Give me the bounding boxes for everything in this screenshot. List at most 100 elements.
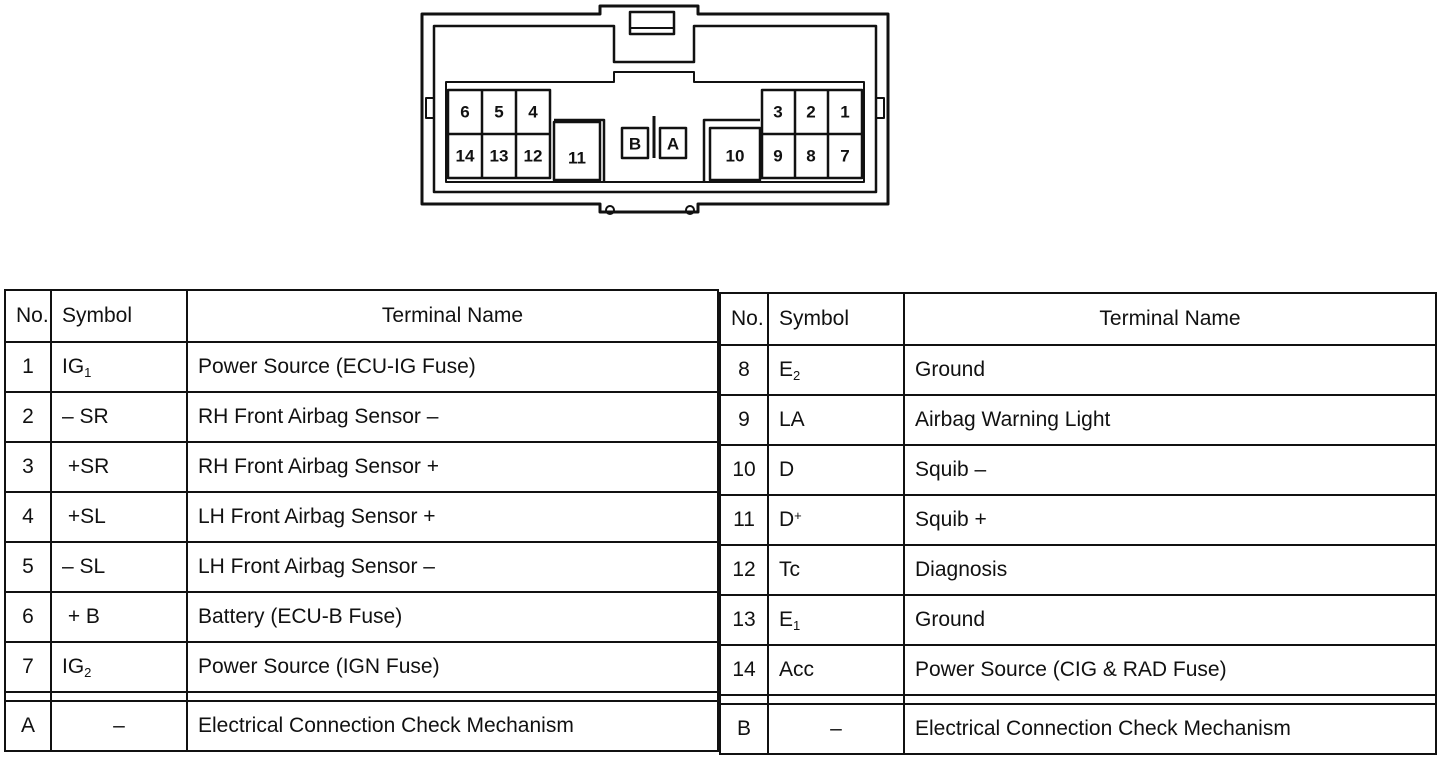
terminal-number: 1 xyxy=(4,341,52,393)
pin-label: 8 xyxy=(806,147,815,166)
terminal-number: 12 xyxy=(719,544,769,596)
terminal-name: Power Source (IGN Fuse) xyxy=(186,641,719,693)
terminal-symbol: E1 xyxy=(767,594,905,646)
pin-label: 2 xyxy=(806,103,815,122)
right-latch xyxy=(875,97,885,119)
symbol-subscript: 1 xyxy=(84,364,92,380)
terminal-number: A xyxy=(4,700,52,752)
pin-label: A xyxy=(667,135,679,154)
terminal-symbol: IG2 xyxy=(50,641,188,693)
left-latch xyxy=(425,97,435,119)
terminal-number: 4 xyxy=(4,491,52,543)
terminal-name: RH Front Airbag Sensor + xyxy=(186,441,719,493)
terminal-symbol: D+ xyxy=(767,494,905,546)
header-symbol: Symbol xyxy=(50,289,188,343)
table-divider xyxy=(719,694,1437,705)
terminal-number: 10 xyxy=(719,444,769,496)
pin-label: 13 xyxy=(490,147,509,166)
table-header-row: No. Symbol Terminal Name xyxy=(4,289,719,343)
symbol-text: + B xyxy=(62,605,100,628)
symbol-text: IG xyxy=(62,654,85,678)
terminal-number: 7 xyxy=(4,641,52,693)
connector-housing-inner xyxy=(432,24,878,194)
symbol-text: D xyxy=(779,508,795,531)
symbol-text: IG xyxy=(62,354,85,378)
terminal-name: Airbag Warning Light xyxy=(903,394,1437,446)
terminal-symbol: + B xyxy=(50,591,188,643)
terminal-symbol: – xyxy=(767,703,905,755)
symbol-subscript: 2 xyxy=(793,367,801,383)
terminal-name: Electrical Connection Check Mechanism xyxy=(186,700,719,752)
terminal-symbol: Tc xyxy=(767,544,905,596)
terminal-name: Diagnosis xyxy=(903,544,1437,596)
terminal-name: RH Front Airbag Sensor – xyxy=(186,391,719,443)
connector-housing-outer xyxy=(420,4,890,214)
terminal-name: LH Front Airbag Sensor – xyxy=(186,541,719,593)
terminal-symbol: Acc xyxy=(767,644,905,696)
divider-cell xyxy=(767,694,905,705)
terminal-symbol: +SL xyxy=(50,491,188,543)
connector-diagram: 6 5 4 14 13 12 11 B A 10 3 2 1 9 8 7 xyxy=(420,4,890,215)
header-terminal-name: Terminal Name xyxy=(186,289,719,343)
symbol-text: – SR xyxy=(62,405,109,428)
symbol-superscript: + xyxy=(794,508,802,523)
terminal-number: B xyxy=(719,703,769,755)
symbol-text: +SL xyxy=(62,505,106,528)
pin-label: 5 xyxy=(494,103,503,122)
terminal-name: Ground xyxy=(903,344,1437,396)
header-no: No. xyxy=(719,292,769,346)
terminal-symbol: IG1 xyxy=(50,341,188,393)
terminal-name: Power Source (CIG & RAD Fuse) xyxy=(903,644,1437,696)
pin-label: 14 xyxy=(456,147,475,166)
terminal-symbol: D xyxy=(767,444,905,496)
terminal-number: 6 xyxy=(4,591,52,643)
terminal-name: Electrical Connection Check Mechanism xyxy=(903,703,1437,755)
table-row: A–Electrical Connection Check Mechanism xyxy=(4,700,719,752)
divider-cell xyxy=(903,694,1437,705)
terminal-symbol: +SR xyxy=(50,441,188,493)
symbol-text: E xyxy=(779,607,794,631)
header-terminal-name: Terminal Name xyxy=(903,292,1437,346)
header-no: No. xyxy=(4,289,52,343)
terminal-symbol: E2 xyxy=(767,344,905,396)
pin-label: 10 xyxy=(726,147,745,166)
terminal-symbol: – SR xyxy=(50,391,188,443)
connector-lock-tab xyxy=(628,10,676,36)
symbol-text: +SR xyxy=(62,455,110,478)
terminal-number: 2 xyxy=(4,391,52,443)
table-divider xyxy=(4,691,719,702)
pin-label: 3 xyxy=(773,103,782,122)
divider-cell xyxy=(4,691,52,702)
symbol-subscript: 1 xyxy=(793,617,801,633)
symbol-text: – SL xyxy=(62,555,106,578)
divider-cell xyxy=(50,691,188,702)
pin-label: 11 xyxy=(568,149,586,168)
table-row: 2 – SR RH Front Airbag Sensor – xyxy=(4,391,719,443)
pin-label: 9 xyxy=(773,147,782,166)
terminal-number: 8 xyxy=(719,344,769,396)
terminal-name: Ground xyxy=(903,594,1437,646)
divider-cell xyxy=(719,694,769,705)
symbol-text: LA xyxy=(779,408,805,431)
symbol-text: E xyxy=(779,357,794,381)
pin-label: 4 xyxy=(528,103,538,122)
terminal-name: Squib + xyxy=(903,494,1437,546)
terminal-number: 3 xyxy=(4,441,52,493)
table-row: B–Electrical Connection Check Mechanism xyxy=(719,703,1437,755)
terminal-symbol: – xyxy=(50,700,188,752)
header-symbol: Symbol xyxy=(767,292,905,346)
terminal-number: 11 xyxy=(719,494,769,546)
